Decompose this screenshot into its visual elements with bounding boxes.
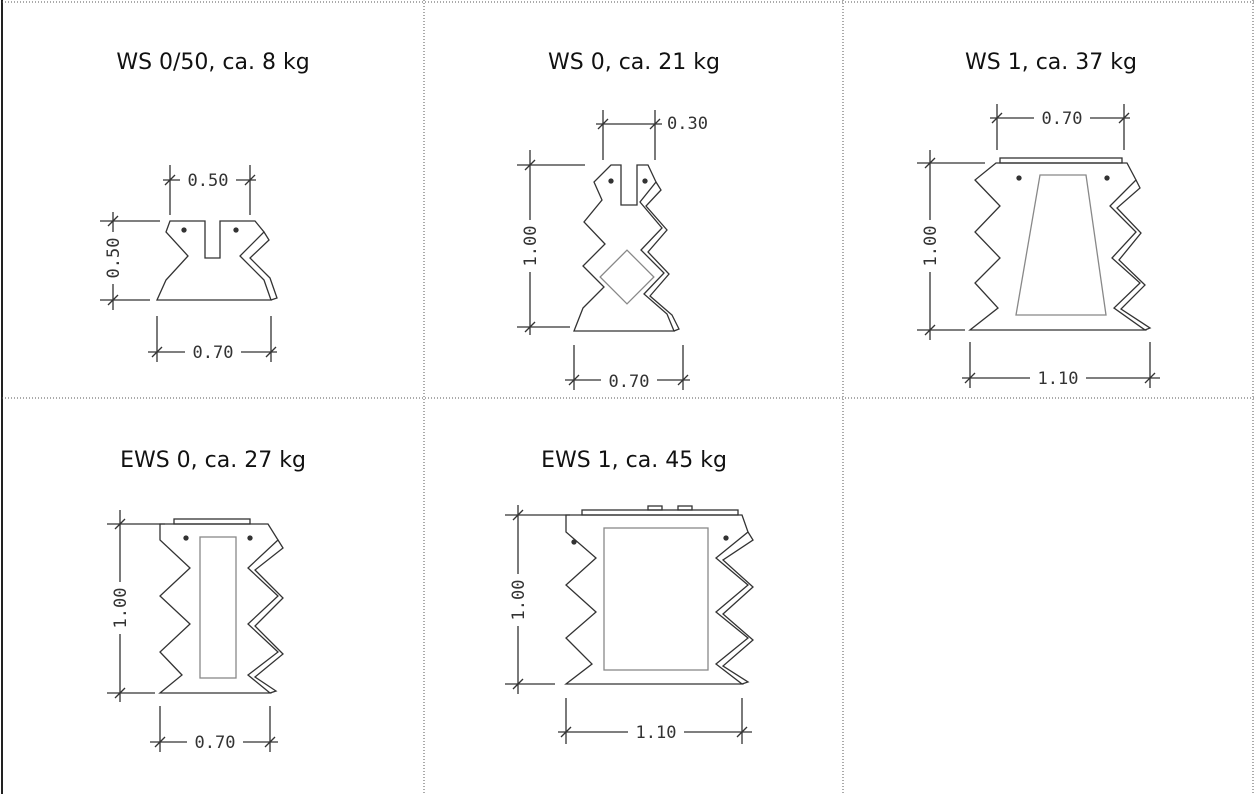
dim-top-ws-0-50: 0.50 xyxy=(188,171,229,191)
dim-height-ews-0: 1.00 xyxy=(111,588,131,629)
cell-title-ews-0: EWS 0, ca. 27 kg xyxy=(120,448,306,473)
cell-title-ews-1: EWS 1, ca. 45 kg xyxy=(541,448,727,473)
dim-bottom-ws-0-50: 0.70 xyxy=(193,343,234,363)
cell-title-ws-1: WS 1, ca. 37 kg xyxy=(965,50,1137,75)
drawing-ws-1 xyxy=(917,104,1160,388)
dim-height-ews-1: 1.00 xyxy=(509,580,529,621)
dim-bottom-ws-1: 1.10 xyxy=(1038,369,1079,389)
dim-bottom-ews-1: 1.10 xyxy=(636,723,677,743)
dim-height-ws-0: 1.00 xyxy=(521,226,541,267)
cell-title-ws-0-50: WS 0/50, ca. 8 kg xyxy=(116,50,310,75)
dim-bottom-ews-0: 0.70 xyxy=(195,733,236,753)
drawing-ws-0-50 xyxy=(100,165,278,362)
drawing-ews-1 xyxy=(505,505,754,744)
dim-top-ws-0: 0.30 xyxy=(667,114,708,134)
dim-height-ws-0-50: 0.50 xyxy=(104,238,124,279)
dim-height-ws-1: 1.00 xyxy=(921,226,941,267)
dim-bottom-ws-0: 0.70 xyxy=(609,372,650,392)
dim-top-ws-1: 0.70 xyxy=(1042,109,1083,129)
cell-title-ws-0: WS 0, ca. 21 kg xyxy=(548,50,720,75)
